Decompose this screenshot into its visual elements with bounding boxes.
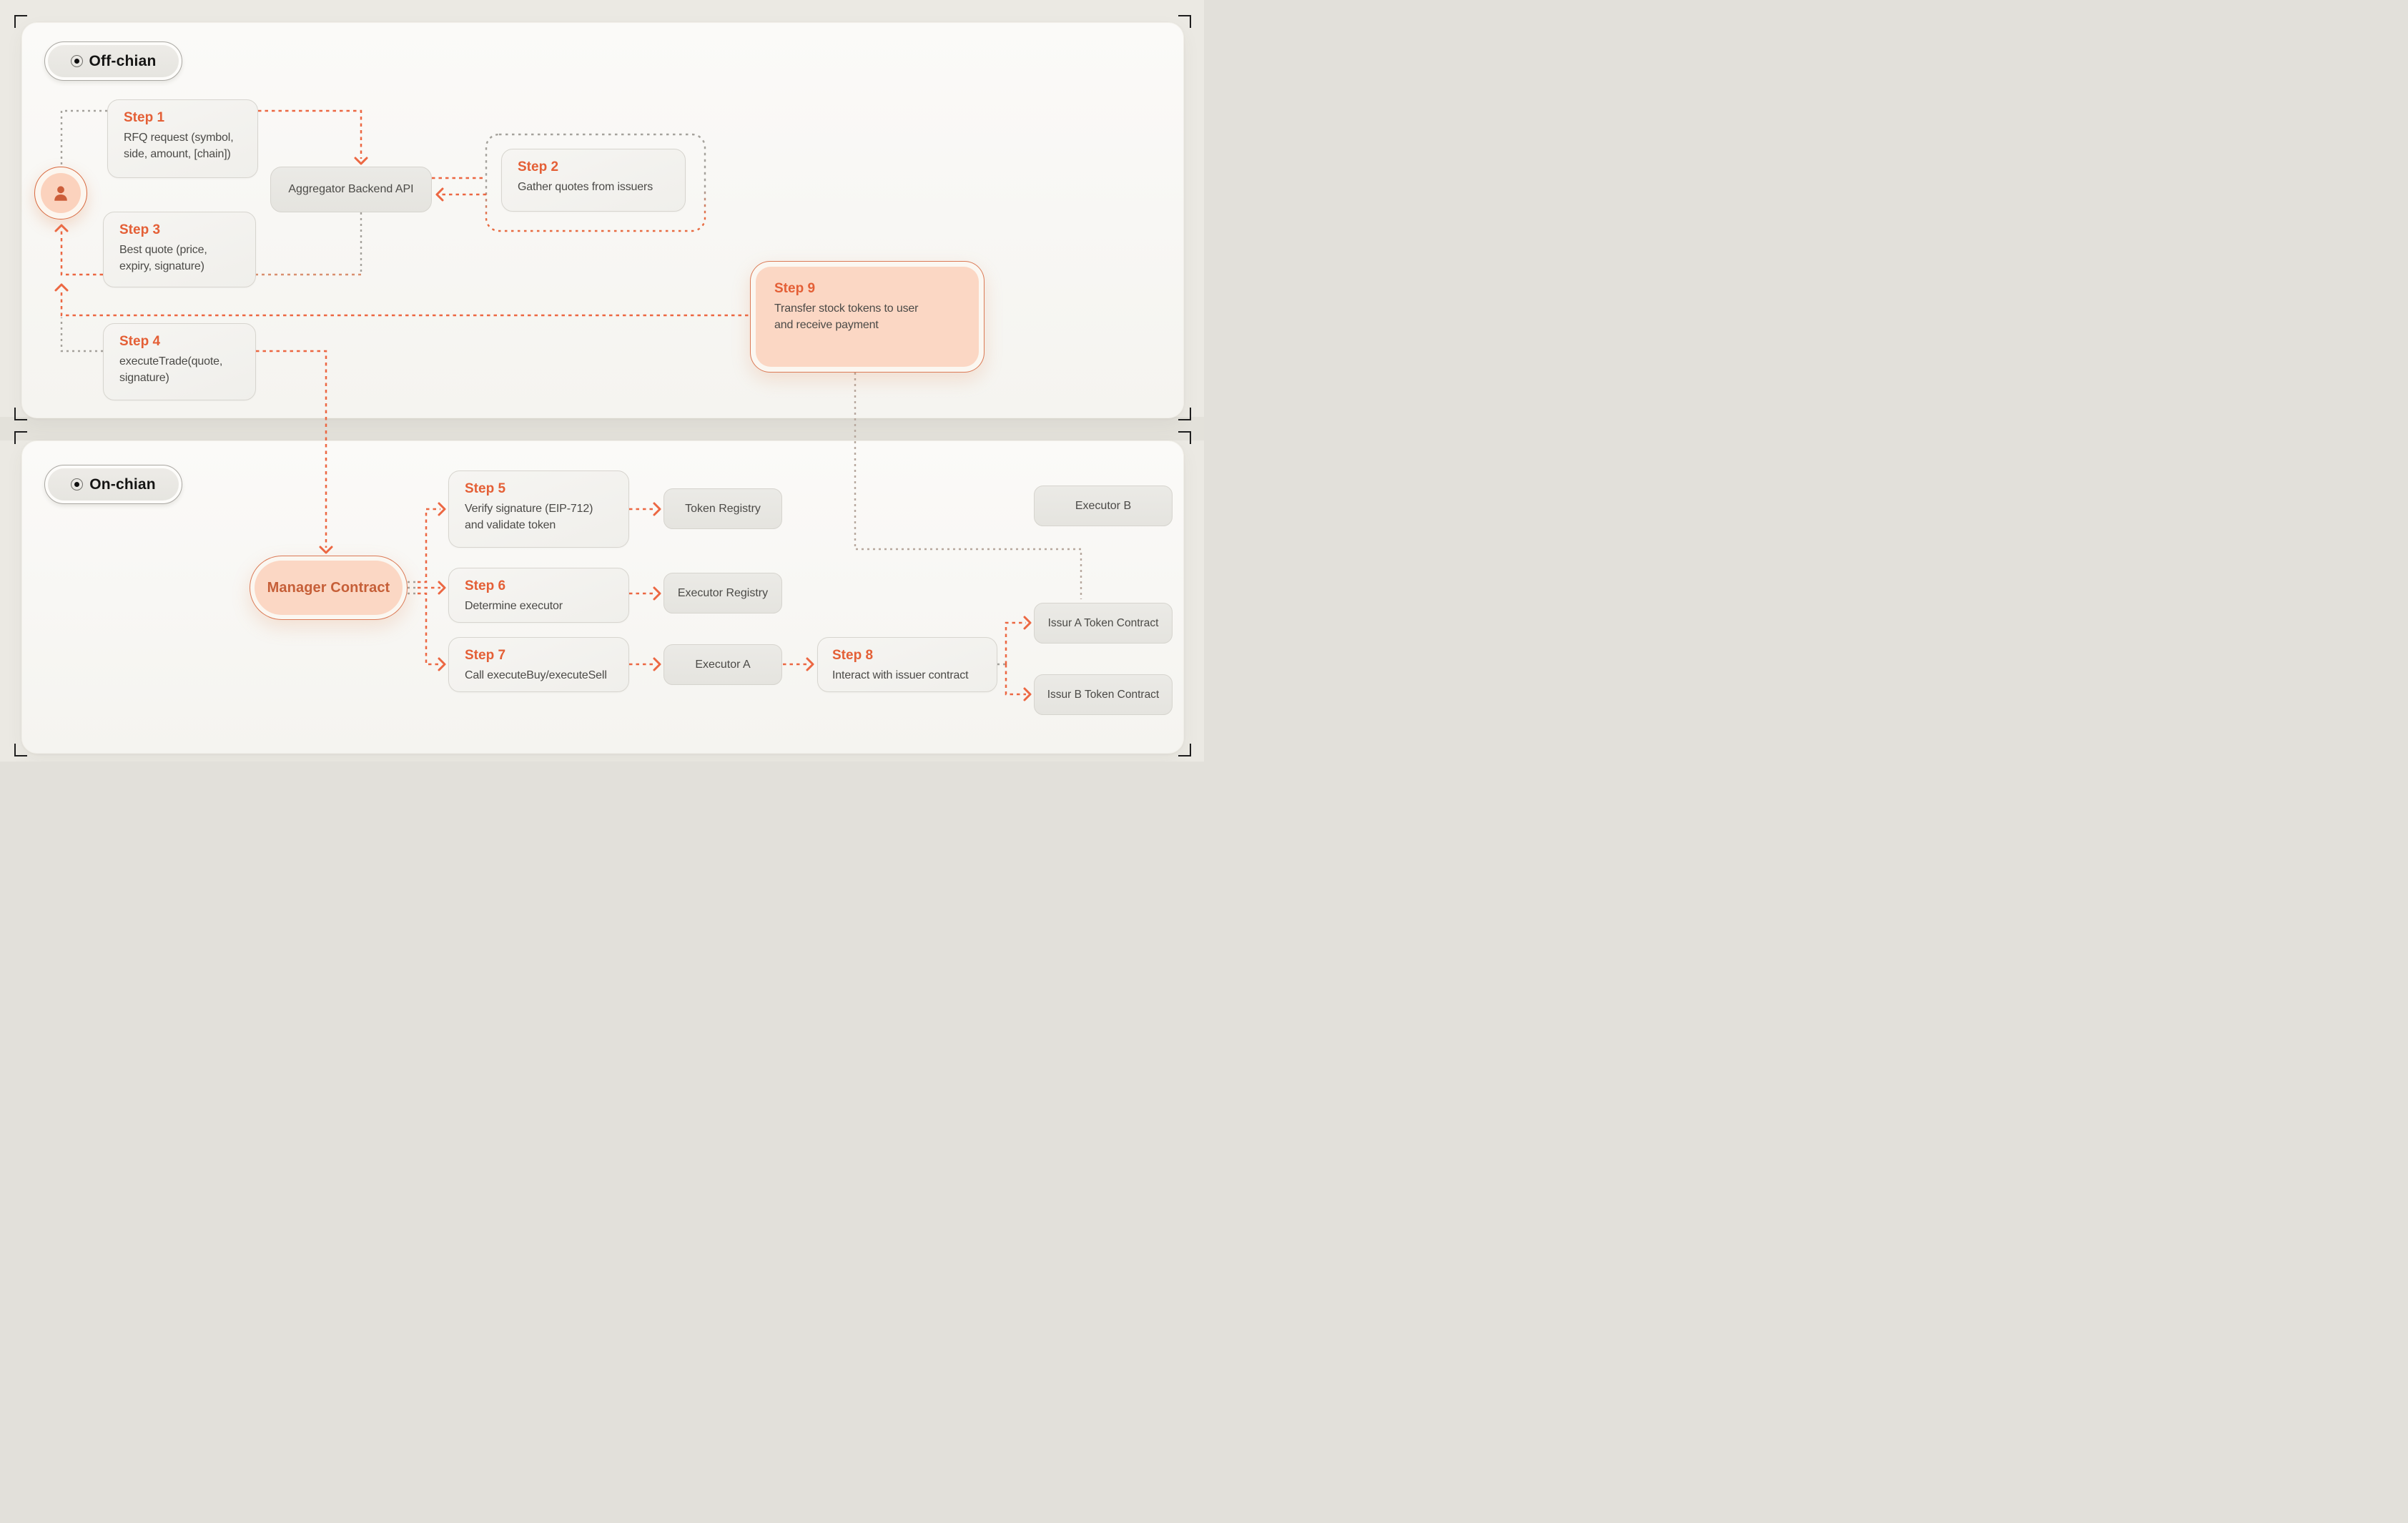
step3-node: Step 3 Best quote (price, expiry, signat… [103, 212, 256, 287]
step5-node: Step 5 Verify signature (EIP-712) and va… [448, 470, 629, 548]
step2-body: Gather quotes from issuers [518, 181, 653, 193]
user-avatar-circle [41, 173, 81, 213]
offchain-badge: Off-chian [44, 41, 182, 81]
executor-a-node: Executor A [663, 644, 782, 685]
step3-title: Step 3 [119, 222, 161, 237]
token-registry-label: Token Registry [685, 502, 761, 515]
step4-node: Step 4 executeTrade(quote, signature) [103, 323, 256, 400]
issuer-b-label: Issur B Token Contract [1047, 688, 1160, 701]
step3-body: Best quote (price, expiry, signature) [119, 244, 207, 273]
corner-bracket-icon [1178, 431, 1191, 444]
step6-body: Determine executor [465, 600, 563, 612]
step5-body: Verify signature (EIP-712) and validate … [465, 503, 593, 532]
onchain-badge-inner: On-chian [48, 468, 179, 501]
step2-title: Step 2 [518, 159, 559, 174]
corner-bracket-icon [1178, 744, 1191, 756]
executor-registry-label: Executor Registry [677, 586, 769, 599]
radio-dot-icon [70, 55, 83, 67]
executor-registry-node: Executor Registry [663, 573, 782, 613]
step7-node: Step 7 Call executeBuy/executeSell [448, 637, 629, 692]
manager-contract-node: Manager Contract [250, 556, 408, 620]
diagram-canvas: Off-chian Step 1 RFQ request (symbol, si… [0, 0, 1204, 762]
step1-title: Step 1 [124, 110, 165, 125]
step7-title: Step 7 [465, 648, 506, 663]
corner-bracket-icon [14, 431, 27, 444]
step1-node: Step 1 RFQ request (symbol, side, amount… [107, 99, 258, 178]
manager-contract-pill: Manager Contract [255, 561, 403, 615]
step6-node: Step 6 Determine executor [448, 568, 629, 623]
panel-gap-band [0, 417, 1204, 440]
corner-bracket-icon [14, 15, 27, 28]
executor-b-node: Executor B [1034, 486, 1173, 526]
token-registry-node: Token Registry [663, 488, 782, 529]
step8-body: Interact with issuer contract [832, 669, 969, 681]
offchain-badge-inner: Off-chian [48, 45, 179, 77]
corner-bracket-icon [1178, 15, 1191, 28]
step9-body: Transfer stock tokens to user and receiv… [774, 302, 919, 332]
step2-node: Step 2 Gather quotes from issuers [501, 149, 686, 212]
aggregator-label: Aggregator Backend API [288, 183, 414, 195]
step1-body: RFQ request (symbol, side, amount, [chai… [124, 132, 234, 161]
step4-body: executeTrade(quote, signature) [119, 355, 223, 385]
step4-title: Step 4 [119, 334, 161, 349]
onchain-badge-label: On-chian [89, 475, 156, 493]
corner-bracket-icon [14, 408, 27, 420]
step9-title: Step 9 [774, 281, 816, 296]
issuer-b-node: Issur B Token Contract [1034, 674, 1173, 715]
issuer-a-node: Issur A Token Contract [1034, 603, 1173, 644]
onchain-badge: On-chian [44, 465, 182, 504]
offchain-badge-label: Off-chian [89, 52, 157, 69]
issuer-a-label: Issur A Token Contract [1047, 616, 1159, 629]
executor-b-label: Executor B [1075, 499, 1132, 512]
aggregator-node: Aggregator Backend API [270, 167, 432, 212]
user-avatar [34, 167, 87, 220]
corner-bracket-icon [1178, 408, 1191, 420]
manager-contract-label: Manager Contract [267, 579, 390, 596]
corner-bracket-icon [14, 744, 27, 756]
step6-title: Step 6 [465, 578, 506, 593]
step8-node: Step 8 Interact with issuer contract [817, 637, 997, 692]
step8-title: Step 8 [832, 648, 874, 663]
radio-dot-icon [71, 478, 84, 491]
step9-node: Step 9 Transfer stock tokens to user and… [750, 261, 985, 373]
step7-body: Call executeBuy/executeSell [465, 669, 607, 681]
executor-a-label: Executor A [695, 658, 751, 671]
person-icon [54, 186, 67, 201]
step5-title: Step 5 [465, 481, 506, 496]
step9-card: Step 9 Transfer stock tokens to user and… [756, 267, 979, 367]
